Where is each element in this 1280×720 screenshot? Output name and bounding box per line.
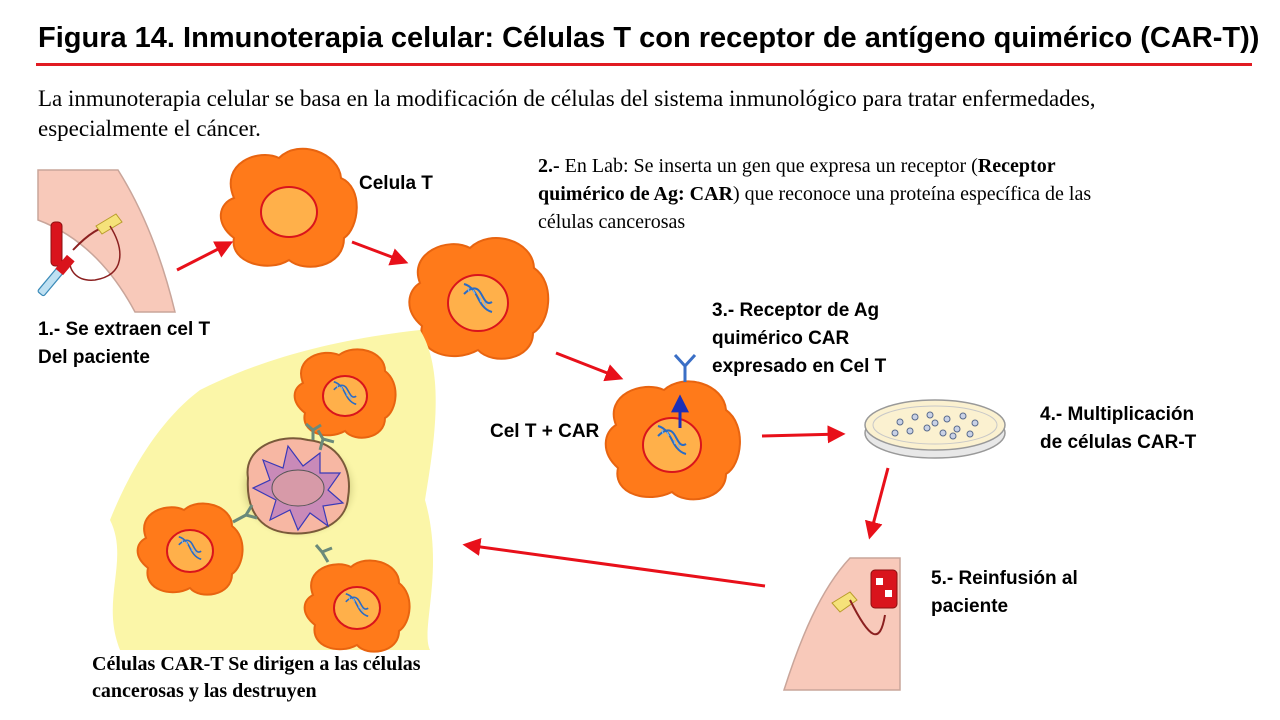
step2-text-a: En Lab: Se inserta un gen que expresa un… bbox=[559, 155, 978, 177]
label-celula-t: Celula T bbox=[359, 173, 433, 194]
arrow-dish-to-infusion bbox=[864, 467, 890, 540]
car-t-attacker-top bbox=[293, 348, 397, 451]
step3-line1: 3.- Receptor de Ag bbox=[712, 300, 880, 321]
step1-label: 1.- Se extraen cel T Del paciente bbox=[38, 316, 210, 372]
title-rule bbox=[36, 63, 1252, 66]
arrow-dna-to-car bbox=[555, 351, 624, 382]
label-cel-t-car: Cel T + CAR bbox=[490, 421, 600, 442]
t-cell-dna-icon bbox=[408, 237, 550, 360]
car-t-cell-icon bbox=[604, 380, 741, 501]
step2-number: 2.- bbox=[538, 155, 560, 177]
step2-bold: Receptor quimérico de Ag: CAR bbox=[538, 155, 1056, 205]
final-caption: Células CAR-T Se dirigen a las células c… bbox=[92, 651, 421, 705]
step5-line2: paciente bbox=[931, 596, 1009, 617]
car-t-attacker-bottom bbox=[303, 559, 411, 653]
car-receptor-icon bbox=[673, 353, 697, 382]
step4-line2: de células CAR-T bbox=[1040, 432, 1197, 453]
step1-line2: Del paciente bbox=[38, 347, 150, 368]
car-receptor-top-icon bbox=[305, 422, 322, 440]
step1-line1: 1.- Se extraen cel T bbox=[38, 319, 211, 340]
infusion-bag-icon bbox=[782, 557, 901, 691]
step2-text: 2.- En Lab: Se inserta un gen que expres… bbox=[538, 152, 1098, 236]
car-t-attacker-left bbox=[136, 502, 244, 596]
arrow-cell-to-dna bbox=[351, 240, 409, 266]
step2-text-b: ) que reconoce una proteína específica d… bbox=[538, 183, 1092, 233]
final-line2: cancerosas y las destruyen bbox=[92, 680, 317, 702]
cancer-cell-icon bbox=[236, 436, 360, 540]
arrow-1-to-cell bbox=[176, 241, 234, 272]
step5-label: 5.- Reinfusión al paciente bbox=[931, 565, 1078, 621]
step3-line3: expresado en Cel T bbox=[712, 356, 887, 377]
step3-label: 3.- Receptor de Ag quimérico CAR expresa… bbox=[712, 297, 886, 381]
intro-text: La inmunoterapia celular se basa en la m… bbox=[38, 86, 1096, 141]
car-receptor-left-icon bbox=[232, 504, 258, 524]
arrow-infusion-to-attack bbox=[462, 538, 766, 588]
step4-label: 4.- Multiplicación de células CAR-T bbox=[1040, 401, 1196, 457]
arrow-car-to-dish bbox=[761, 425, 846, 444]
t-cell-icon bbox=[219, 147, 358, 268]
final-line1: Células CAR-T Se dirigen a las células bbox=[92, 653, 421, 675]
page-title: Figura 14. Inmunoterapia celular: Célula… bbox=[38, 22, 1260, 54]
step4-line1: 4.- Multiplicación bbox=[1040, 404, 1195, 425]
car-receptor-bottom-icon bbox=[314, 544, 333, 563]
step5-line1: 5.- Reinfusión al bbox=[931, 568, 1078, 589]
petri-dish-icon bbox=[864, 399, 1006, 459]
step3-line2: quimérico CAR bbox=[712, 328, 850, 349]
arm-blood-draw-icon bbox=[37, 169, 176, 313]
